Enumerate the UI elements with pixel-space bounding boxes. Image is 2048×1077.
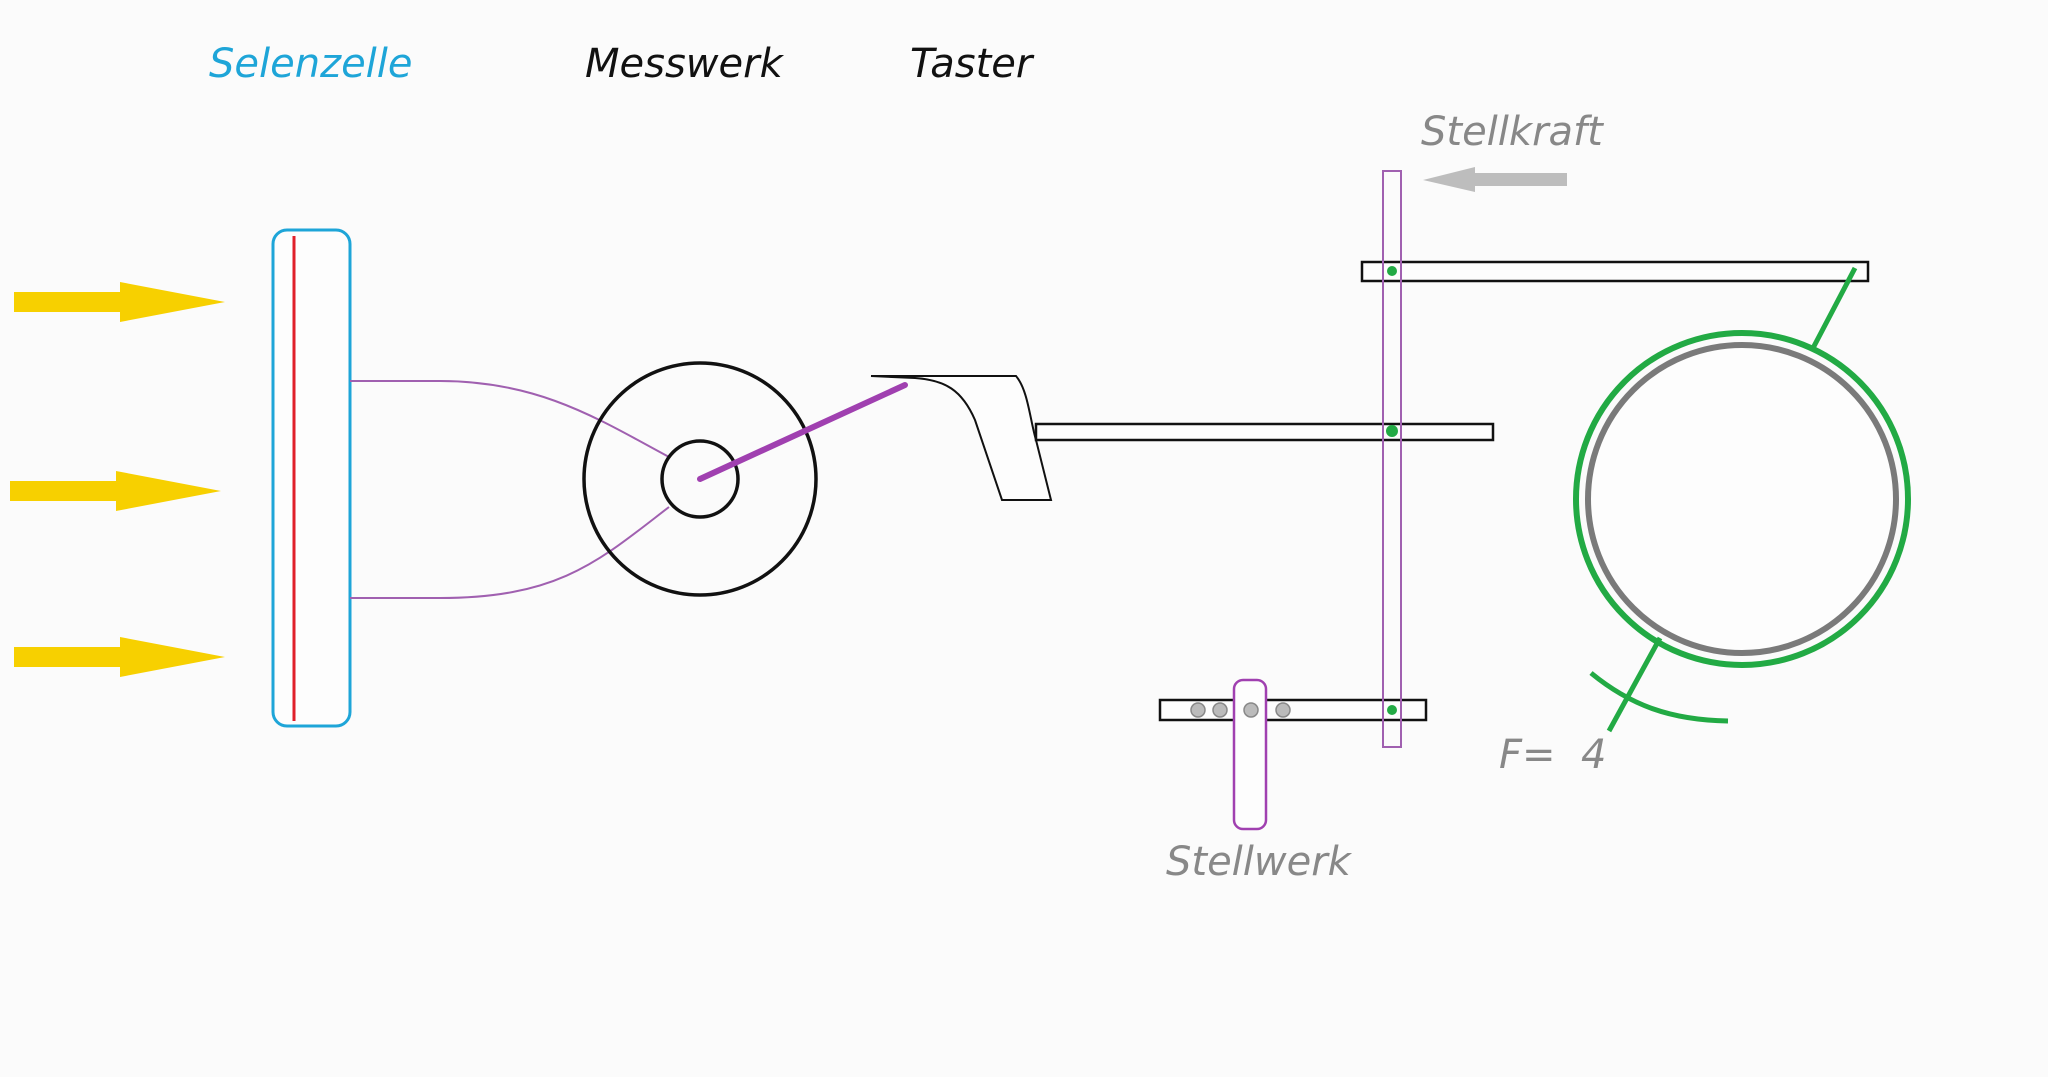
lower-lever (1158, 698, 1428, 722)
meter-pointer (697, 382, 908, 482)
light-arrows (10, 282, 225, 677)
light-arrow-icon (10, 471, 221, 511)
label-selenzelle: Selenzelle (209, 41, 413, 87)
meter-outer-ring (582, 361, 818, 597)
aperture-green-ring (1573, 330, 1911, 668)
light-arrow-icon (14, 637, 225, 677)
wire-lower (350, 506, 670, 599)
aperture-gray-ring (1585, 342, 1899, 656)
meter-inner-coil (660, 439, 740, 519)
label-stellwerk: Stellwerk (1166, 839, 1351, 885)
aperture-link (1809, 266, 1858, 352)
vertical-rod (1382, 170, 1402, 748)
label-stellkraft: Stellkraft (1421, 109, 1603, 155)
stellwerk-slider (1232, 678, 1268, 831)
light-arrow-icon (14, 282, 225, 322)
pivot-point (1387, 266, 1397, 276)
stellkraft-arrow-icon (1423, 167, 1567, 192)
adjustment-hole (1243, 702, 1259, 718)
pivot-point (1386, 425, 1398, 437)
f-stop-scale (1589, 671, 1729, 724)
wire-upper (350, 380, 670, 458)
selenium-cell (271, 228, 352, 728)
taster-shape (870, 375, 1053, 501)
label-taster: Taster (910, 41, 1033, 87)
f-stop-pointer (1606, 636, 1663, 733)
label-messwerk: Messwerk (585, 41, 783, 87)
taster-lever (1034, 422, 1495, 442)
pivot-point (1387, 705, 1397, 715)
adjustment-holes (1190, 702, 1291, 718)
label-f-stop: F= 4 (1499, 732, 1607, 778)
upper-lever (1360, 260, 1870, 283)
